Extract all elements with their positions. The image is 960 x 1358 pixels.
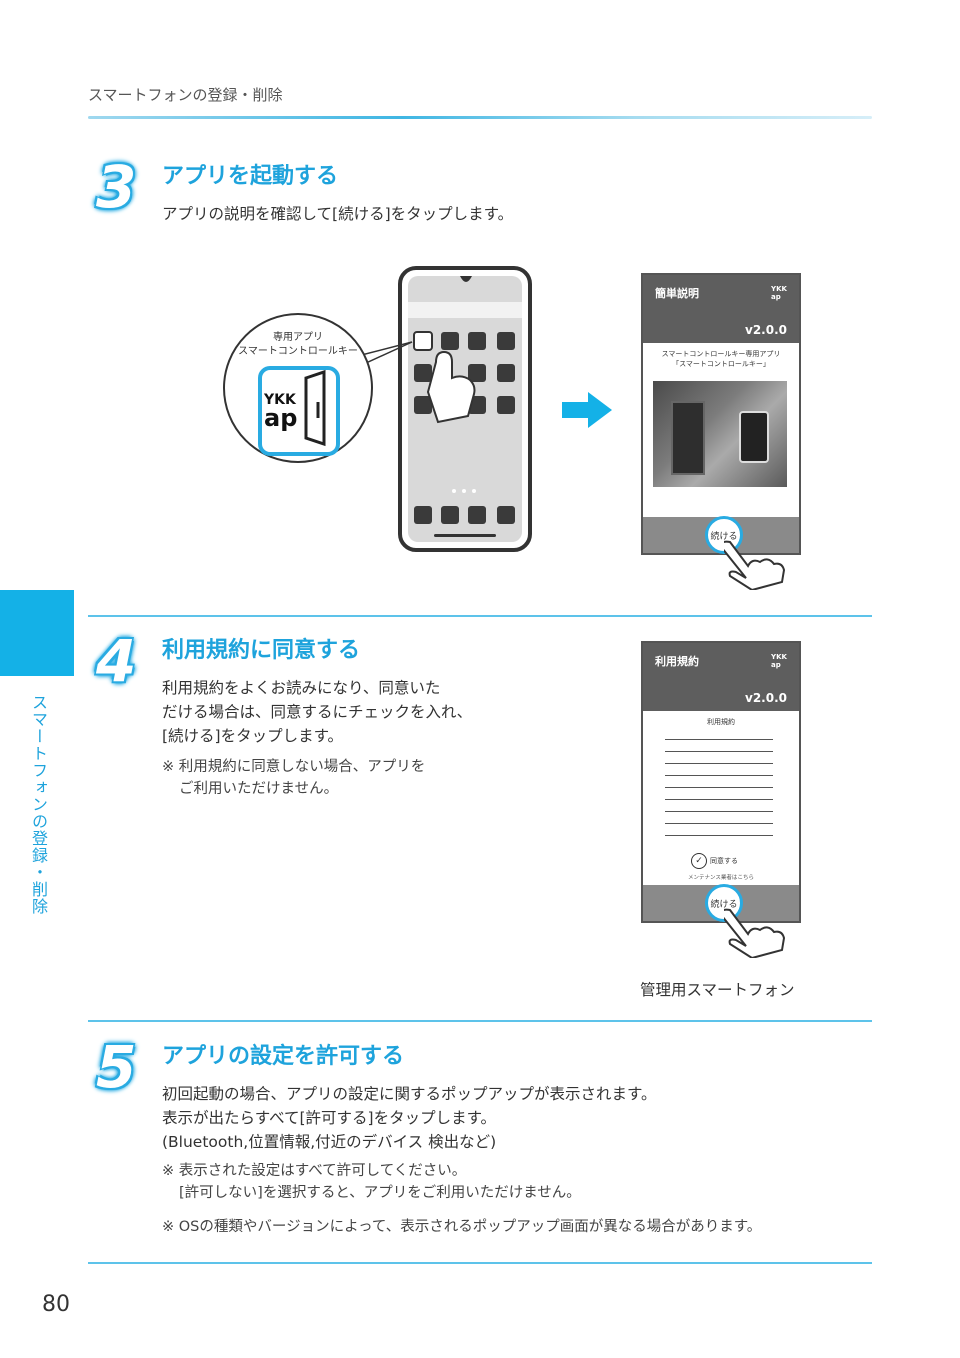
step-3-text: アプリの説明を確認して[続ける]をタップします。 <box>162 205 514 223</box>
step-3-number: 3 <box>96 153 137 221</box>
arrow-right-icon <box>562 392 612 428</box>
step-4-note: ※ 利用規約に同意しない場合、アプリを ご利用いただけません。 <box>162 759 426 797</box>
tap-hand-icon <box>724 908 786 958</box>
terms-screen-title: 利用規約 <box>655 655 699 668</box>
brand-logo: YKK ap <box>771 285 787 301</box>
step-5-number: 5 <box>96 1033 137 1101</box>
agree-label: 同意する <box>710 857 738 865</box>
page-header: スマートフォンの登録・削除 <box>88 86 283 104</box>
screen-caption: 管理用スマートフォン <box>640 981 795 999</box>
intro-screen-title: 簡単説明 <box>655 287 699 300</box>
agree-checkbox[interactable]: ✓ <box>691 853 707 869</box>
step-4-text: 利用規約をよくお読みになり、同意いた だける場合は、同意するにチェックを入れ、 … <box>162 679 473 745</box>
app-callout-label: 専用アプリ スマートコントロールキー <box>238 332 358 357</box>
section-divider <box>88 1262 872 1264</box>
side-tab-label: スマートフォンの登録・削除 <box>29 694 48 915</box>
maintenance-link[interactable]: メンテナンス業者はこちら <box>688 875 754 881</box>
door-photo <box>653 381 787 487</box>
intro-screen-header: 簡単説明 YKK ap v2.0.0 <box>643 275 799 343</box>
terms-screen: 利用規約 YKK ap v2.0.0 利用規約 ✓ 同意する メンテナンス業者は… <box>641 641 801 923</box>
version-label: v2.0.0 <box>745 323 787 337</box>
page-number: 80 <box>42 1292 70 1317</box>
step-5-text: 初回起動の場合、アプリの設定に関するポップアップが表示されます。 表示が出たらす… <box>162 1085 657 1151</box>
terms-screen-header: 利用規約 YKK ap v2.0.0 <box>643 643 799 711</box>
step-3-title: アプリを起動する <box>162 164 339 189</box>
version-label: v2.0.0 <box>745 691 787 705</box>
section-divider <box>88 1020 872 1022</box>
step-5-title: アプリの設定を許可する <box>162 1044 405 1069</box>
terms-text-lines <box>665 739 773 837</box>
header-divider <box>88 116 872 119</box>
step-5-note-1: ※ 表示された設定はすべて許可してください。 [許可しない]を選択すると、アプリ… <box>162 1163 581 1201</box>
step-5-note-2: ※ OSの種類やバージョンによって、表示されるポップアップ画面が異なる場合があり… <box>162 1219 762 1235</box>
step-4-number: 4 <box>96 627 137 695</box>
intro-screen: 簡単説明 YKK ap v2.0.0 スマートコントロールキー専用アプリ 「スマ… <box>641 273 801 555</box>
terms-heading: 利用規約 <box>707 718 735 726</box>
brand-logo: YKK ap <box>771 653 787 669</box>
ykk-ap-logo: YKK ap <box>264 392 298 432</box>
phone-illustration <box>223 266 532 552</box>
step-4-title: 利用規約に同意する <box>162 638 361 663</box>
continue-button[interactable]: 続ける <box>705 884 743 922</box>
side-tab <box>0 590 74 676</box>
section-divider <box>88 615 872 617</box>
tap-hand-icon <box>724 540 786 590</box>
app-description: スマートコントロールキー専用アプリ 「スマートコントロールキー」 <box>661 350 781 368</box>
